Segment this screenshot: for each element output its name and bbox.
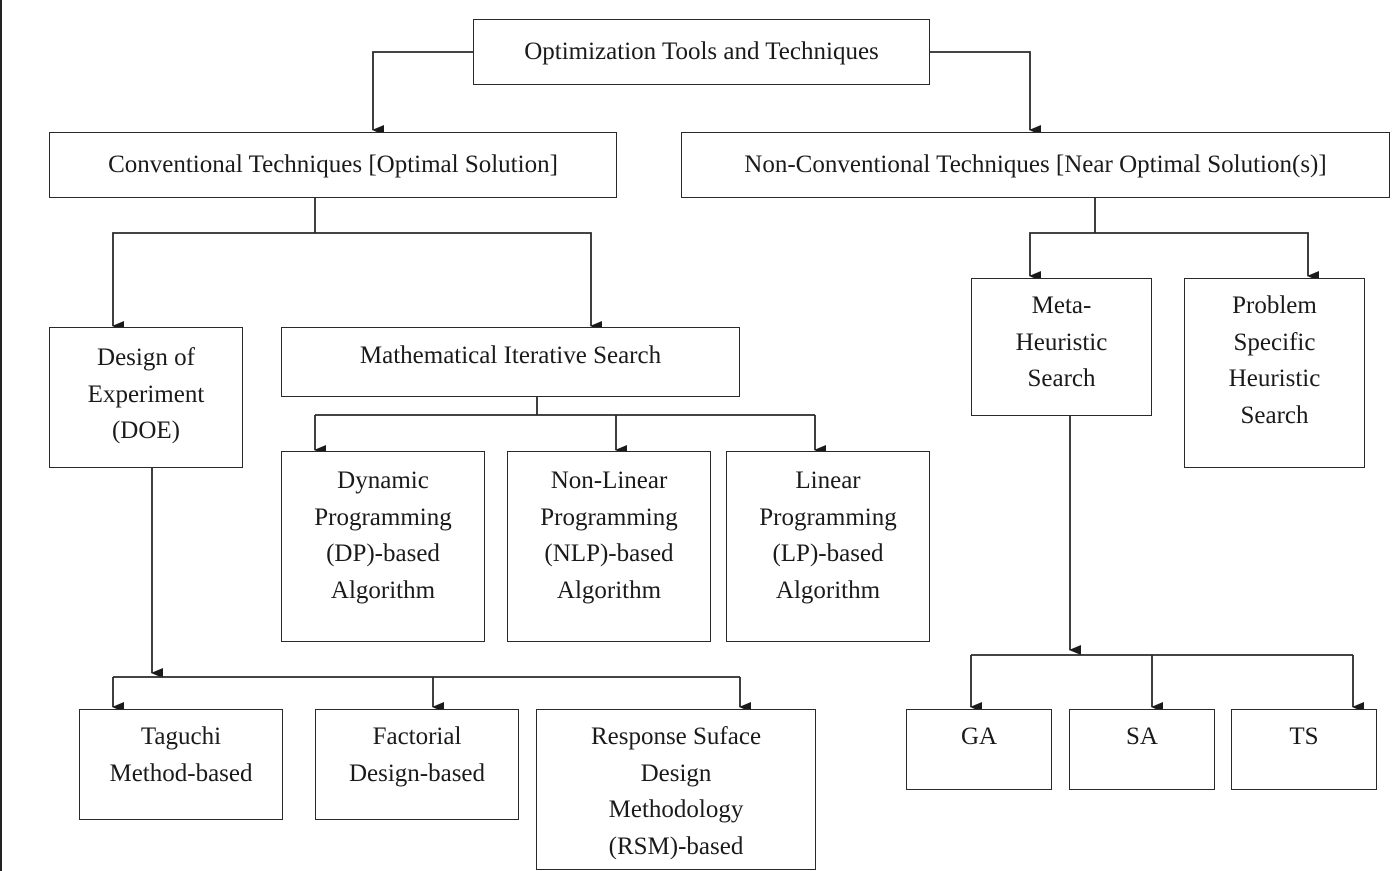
edge-conventional-doe bbox=[112, 232, 315, 331]
node-mis-label: Mathematical Iterative Search bbox=[359, 342, 662, 369]
node-taguchi-label: Taguchi Method-based bbox=[109, 723, 253, 787]
node-rsm-label: Response Suface Design Methodology (RSM)… bbox=[590, 723, 762, 860]
node-ga-label: GA bbox=[960, 723, 998, 750]
edge-root-conventional bbox=[372, 51, 473, 135]
node-conventional: Conventional Techniques [Optimal Solutio… bbox=[49, 132, 617, 198]
node-rsm: Response Suface Design Methodology (RSM)… bbox=[536, 709, 816, 870]
edge-conventional-mis bbox=[315, 232, 602, 331]
node-mis: Mathematical Iterative Search bbox=[281, 327, 740, 397]
node-doe: Design of Experiment (DOE) bbox=[49, 327, 243, 468]
node-lp-label: Linear Programming (LP)-based Algorithm bbox=[759, 467, 897, 604]
node-nlp-label: Non-Linear Programming (NLP)-based Algor… bbox=[540, 467, 678, 604]
node-meta-heuristic-label: Meta- Heuristic Search bbox=[1015, 292, 1108, 392]
node-root: Optimization Tools and Techniques bbox=[473, 19, 930, 85]
node-conventional-label: Conventional Techniques [Optimal Solutio… bbox=[108, 150, 558, 178]
node-meta-heuristic: Meta- Heuristic Search bbox=[971, 278, 1152, 416]
node-ga: GA bbox=[906, 709, 1052, 790]
node-doe-label: Design of Experiment (DOE) bbox=[87, 344, 205, 444]
node-factorial-label: Factorial Design-based bbox=[348, 723, 486, 787]
node-problem-specific: Problem Specific Heuristic Search bbox=[1184, 278, 1365, 468]
node-taguchi: Taguchi Method-based bbox=[79, 709, 283, 820]
node-sa-label: SA bbox=[1126, 723, 1158, 750]
node-dp-label: Dynamic Programming (DP)-based Algorithm bbox=[314, 467, 452, 604]
node-problem-specific-label: Problem Specific Heuristic Search bbox=[1228, 292, 1321, 429]
left-frame-edge bbox=[0, 0, 2, 871]
edge-nonconventional-problem bbox=[1095, 232, 1319, 281]
node-root-label: Optimization Tools and Techniques bbox=[524, 37, 879, 65]
node-non-conventional: Non-Conventional Techniques [Near Optima… bbox=[681, 132, 1390, 198]
edge-nonconventional-meta bbox=[1029, 232, 1095, 281]
node-ts: TS bbox=[1231, 709, 1377, 790]
node-factorial: Factorial Design-based bbox=[315, 709, 519, 820]
node-nlp: Non-Linear Programming (NLP)-based Algor… bbox=[507, 451, 711, 642]
node-lp: Linear Programming (LP)-based Algorithm bbox=[726, 451, 930, 642]
node-ts-label: TS bbox=[1289, 723, 1319, 750]
node-non-conventional-label: Non-Conventional Techniques [Near Optima… bbox=[744, 150, 1327, 178]
node-sa: SA bbox=[1069, 709, 1215, 790]
edge-root-nonconventional bbox=[930, 51, 1041, 135]
node-dp: Dynamic Programming (DP)-based Algorithm bbox=[281, 451, 485, 642]
